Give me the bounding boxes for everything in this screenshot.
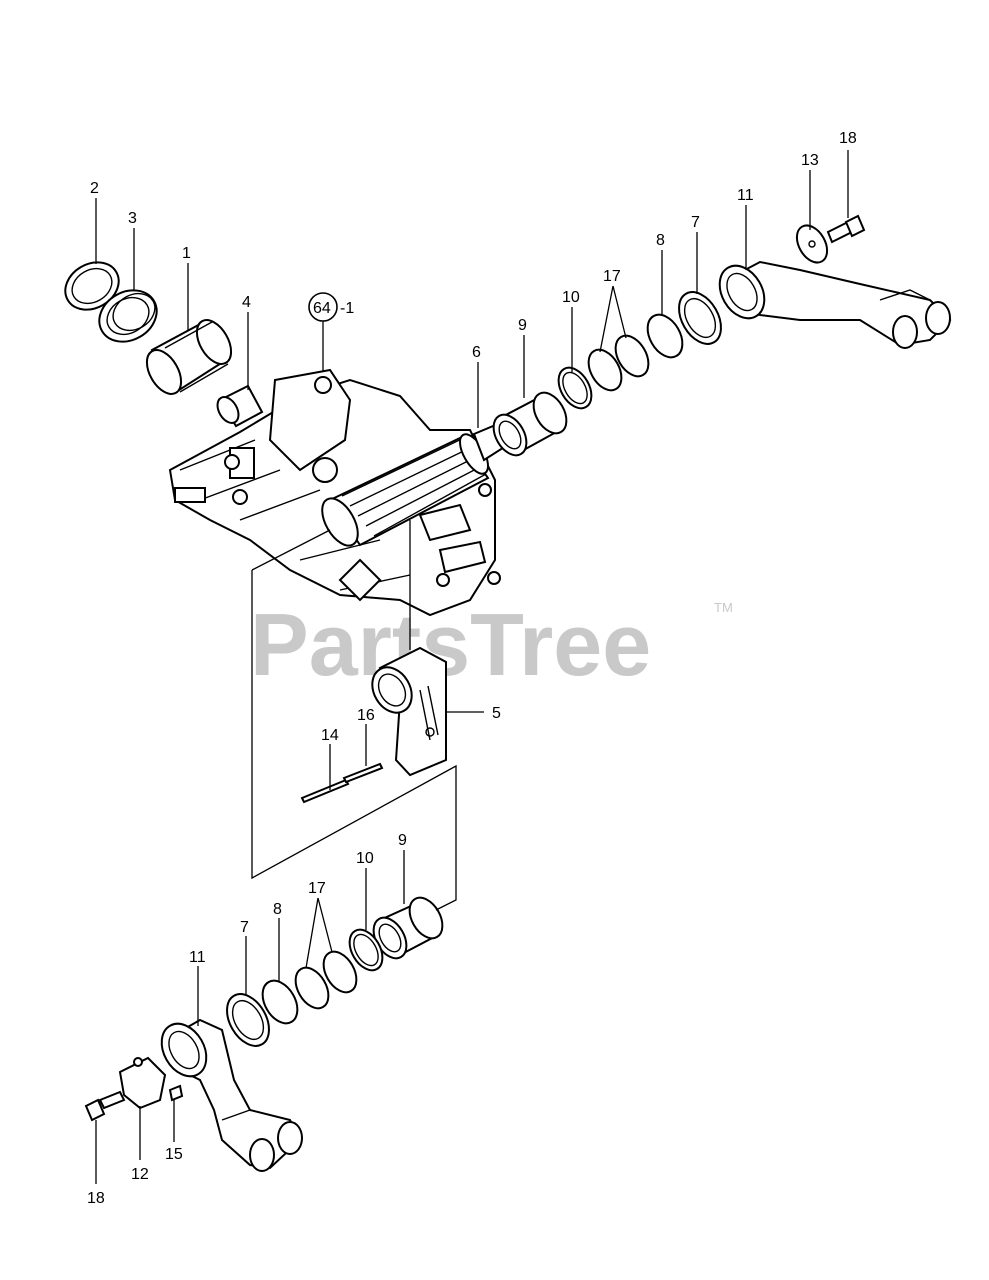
part-7-seal-lower <box>226 993 270 1047</box>
part-7-seal-upper <box>678 291 722 345</box>
part-16-pin <box>342 762 384 784</box>
part-18-bolt-upper <box>826 214 866 244</box>
callout-16: 16 <box>357 707 375 724</box>
part-15-pin <box>168 1084 184 1102</box>
part-8-ring-lower <box>261 979 299 1025</box>
part-9-bushing-lower <box>372 896 444 960</box>
callout-64: 64 <box>313 300 331 317</box>
callout-18-upper: 18 <box>839 130 857 147</box>
callout-12: 12 <box>131 1166 149 1183</box>
callout-17-lower: 17 <box>308 880 326 897</box>
watermark-text: PartsTree <box>250 595 651 694</box>
part-18-bolt-lower <box>84 1090 126 1122</box>
callout-labels: 2 3 1 4 64 -1 6 9 10 17 8 7 11 13 18 5 1… <box>87 130 857 1207</box>
callout-9-upper: 9 <box>518 317 527 334</box>
part-14-pin <box>300 778 350 804</box>
callout-11-lower: 11 <box>189 949 206 966</box>
watermark-trademark: TM <box>714 600 733 615</box>
callout-13: 13 <box>801 152 819 169</box>
callout-11-upper: 11 <box>737 187 754 204</box>
part-10-snap-ring-lower <box>348 928 384 972</box>
callout-15: 15 <box>165 1146 183 1163</box>
callout-64-suffix: -1 <box>340 300 354 317</box>
part-5-arm <box>371 646 447 777</box>
part-17-orings-upper <box>587 334 650 392</box>
callout-10-upper: 10 <box>562 289 580 306</box>
part-8-ring-upper <box>646 313 684 359</box>
callout-18-lower: 18 <box>87 1190 105 1207</box>
callout-8-upper: 8 <box>656 232 665 249</box>
part-11-lift-arm-lower <box>160 1018 303 1172</box>
part-17-orings-lower <box>294 950 358 1010</box>
callout-14: 14 <box>321 727 339 744</box>
callout-3: 3 <box>128 210 137 227</box>
callout-7-upper: 7 <box>691 214 700 231</box>
part-2-ring <box>64 261 120 311</box>
callout-9-lower: 9 <box>398 832 407 849</box>
callout-4: 4 <box>242 294 251 311</box>
callout-17-upper: 17 <box>603 268 621 285</box>
part-3-seal <box>98 289 158 343</box>
part-10-snap-ring-upper <box>557 366 593 410</box>
callout-8-lower: 8 <box>273 901 282 918</box>
part-1-piston <box>145 319 233 395</box>
leader-lines <box>95 150 849 1184</box>
callout-1: 1 <box>182 245 191 262</box>
part-12-plate <box>118 1056 167 1110</box>
part-9-bushing-upper <box>492 391 568 457</box>
callout-7-lower: 7 <box>240 919 249 936</box>
callout-6: 6 <box>472 344 481 361</box>
callout-2: 2 <box>90 180 99 197</box>
callout-10-lower: 10 <box>356 850 374 867</box>
part-13-washer <box>795 224 829 264</box>
callout-64-ref: 64 -1 <box>308 292 354 322</box>
callout-5: 5 <box>492 705 501 722</box>
part-11-lift-arm-upper <box>718 260 952 349</box>
